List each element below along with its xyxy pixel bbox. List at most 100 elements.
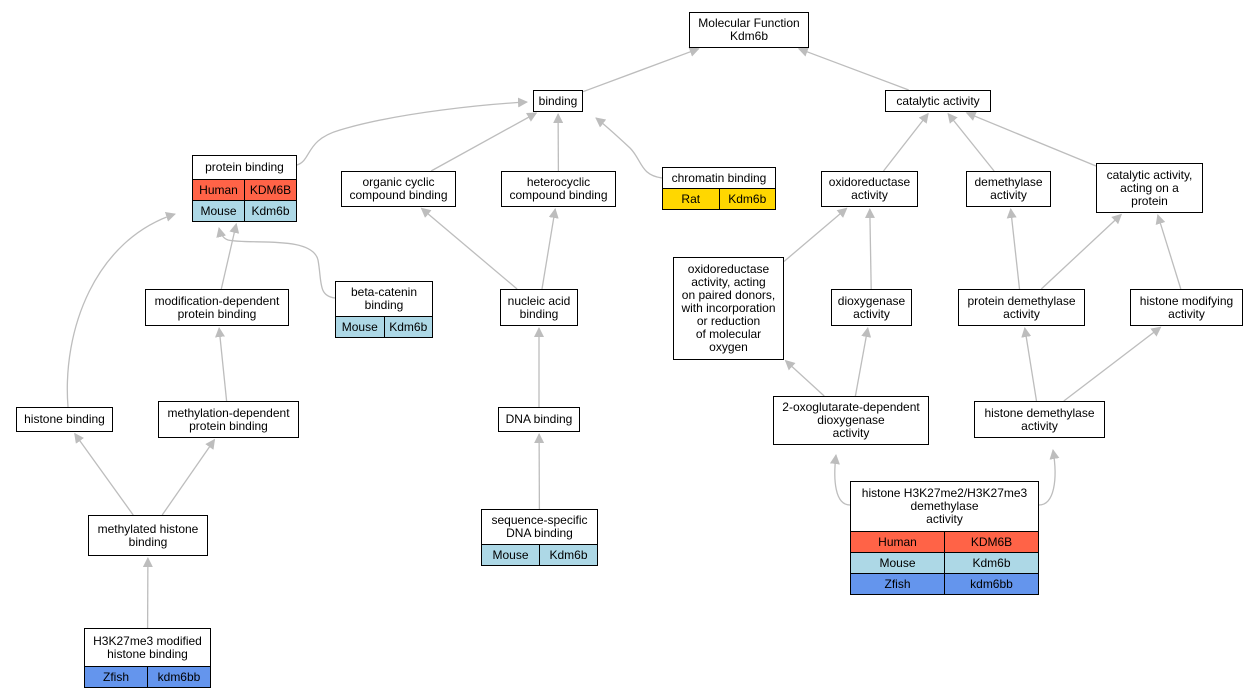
go-term-organic-cyclic[interactable]: organic cyclic compound binding	[341, 171, 456, 207]
edge-hist_demeth-to-hist_mod	[1063, 326, 1162, 402]
edge-beta_catenin-to-protein_binding	[216, 227, 336, 299]
edge-h3k27-to-oxoglut	[829, 454, 851, 506]
edge-demethylase-to-catalytic	[947, 112, 995, 172]
go-term-label: heterocyclic compound binding	[509, 175, 608, 202]
go-term-label: methylated histone binding	[97, 521, 199, 549]
annotation-row-rat: Rat Kdm6b	[663, 188, 775, 209]
edge-catalytic-to-mf	[797, 47, 909, 91]
go-term-cat-protein[interactable]: catalytic activity, acting on a protein	[1096, 163, 1203, 213]
species-cell: Mouse	[492, 548, 529, 562]
annotation-row-human: Human KDM6B	[851, 531, 1038, 552]
gene-cell: Kdm6b	[244, 201, 296, 221]
go-term-demethylase[interactable]: demethylase activity	[966, 171, 1051, 207]
go-term-label: modification-dependent protein binding	[154, 293, 280, 321]
go-term-prot-demeth[interactable]: protein demethylase activity	[958, 289, 1085, 326]
edge-histone_binding-to-protein_binding	[66, 212, 176, 408]
edge-hist_mod-to-cat_protein	[1155, 213, 1182, 290]
edge-oxidoreductase-to-catalytic	[882, 112, 929, 172]
annotation-row-mouse: Mouse Kdm6b	[851, 552, 1038, 573]
gene-cell: KDM6B	[244, 180, 296, 200]
edge-oxoglut-to-oxido_paired	[784, 359, 825, 397]
go-term-oxoglut[interactable]: 2-oxoglutarate-dependent dioxygenase act…	[773, 396, 929, 445]
species-cell: Human	[199, 183, 238, 197]
edge-oxoglut-to-dioxygenase	[854, 327, 872, 397]
go-term-dna-binding[interactable]: DNA binding	[498, 407, 580, 432]
go-term-heterocyclic[interactable]: heterocyclic compound binding	[501, 171, 616, 207]
edge-prot_demeth-to-cat_protein	[1040, 213, 1123, 290]
edge-binding-to-mf	[582, 47, 700, 93]
go-term-label: 2-oxoglutarate-dependent dioxygenase act…	[782, 400, 920, 440]
gene-cell: KDM6B	[944, 532, 1038, 552]
go-term-label: histone binding	[24, 412, 105, 426]
edge-meth_hist-to-meth_dep	[161, 438, 216, 516]
edge-nucleic-to-heterocyclic	[541, 208, 559, 290]
gene-cell: kdm6bb	[147, 667, 210, 687]
go-term-label: protein binding	[205, 160, 284, 174]
edge-meth_hist-to-histone_binding	[74, 432, 134, 516]
species-cell: Rat	[681, 192, 701, 206]
go-term-label: nucleic acid binding	[507, 293, 571, 321]
species-cell: Mouse	[200, 204, 237, 218]
edge-meth_dep-to-mod_dep	[215, 327, 228, 402]
annotation-row-zfish: Zfish kdm6bb	[85, 666, 210, 687]
edge-organic_cyclic-to-binding	[430, 112, 538, 172]
go-term-oxido-paired[interactable]: oxidoreductase activity, acting on paire…	[673, 257, 784, 360]
go-term-label: methylation-dependent protein binding	[167, 405, 290, 433]
go-term-binding[interactable]: binding	[533, 90, 583, 112]
go-term-hist-demeth[interactable]: histone demethylase activity	[974, 401, 1105, 438]
go-term-label: demethylase activity	[974, 175, 1043, 202]
edge-protein_binding-to-binding	[296, 97, 528, 166]
go-term-label: histone H3K27me2/H3K27me3 demethylase ac…	[861, 486, 1028, 526]
go-term-h3k27[interactable]: histone H3K27me2/H3K27me3 demethylase ac…	[850, 481, 1039, 595]
edge-hist_demeth-to-prot_demeth	[1021, 327, 1038, 402]
go-term-histone-binding[interactable]: histone binding	[16, 407, 113, 432]
go-term-label: DNA binding	[505, 412, 573, 426]
go-term-label: catalytic activity, acting on a protein	[1106, 167, 1193, 208]
go-term-mod-dep[interactable]: modification-dependent protein binding	[145, 289, 289, 326]
go-term-catalytic[interactable]: catalytic activity	[885, 90, 991, 112]
go-term-label: beta-catenin binding	[350, 285, 418, 312]
go-term-label: histone modifying activity	[1139, 293, 1234, 321]
edge-dioxygenase-to-oxidoreductase	[864, 208, 875, 290]
annotation-row-zfish: Zfish kdm6bb	[851, 573, 1038, 594]
edge-cat_protein-to-catalytic	[965, 111, 1097, 167]
go-term-label: chromatin binding	[671, 170, 767, 185]
go-term-label: sequence-specific DNA binding	[491, 513, 588, 540]
edge-chromatin-to-binding	[595, 117, 663, 179]
gene-cell: Kdm6b	[944, 553, 1038, 573]
annotation-row-mouse: Mouse Kdm6b	[482, 544, 597, 565]
go-term-label: Molecular Function Kdm6b	[698, 16, 800, 43]
go-term-meth-hist[interactable]: methylated histone binding	[88, 515, 208, 556]
go-term-meth-dep[interactable]: methylation-dependent protein binding	[158, 401, 299, 438]
species-cell: Zfish	[102, 670, 129, 684]
go-term-hist-mod[interactable]: histone modifying activity	[1130, 289, 1243, 326]
species-cell: Zfish	[884, 577, 911, 591]
go-term-label: H3K27me3 modified histone binding	[93, 633, 202, 661]
go-term-label: oxidoreductase activity, acting on paire…	[681, 262, 776, 354]
go-term-nucleic[interactable]: nucleic acid binding	[500, 289, 578, 326]
go-term-oxidoreductase[interactable]: oxidoreductase activity	[821, 171, 918, 207]
edge-prot_demeth-to-demethylase	[1006, 208, 1021, 290]
go-term-dioxygenase[interactable]: dioxygenase activity	[831, 289, 912, 326]
go-term-mf[interactable]: Molecular Function Kdm6b	[689, 12, 809, 48]
edge-nucleic-to-organic_cyclic	[420, 207, 518, 290]
go-term-label: organic cyclic compound binding	[349, 175, 448, 202]
gene-cell: kdm6bb	[944, 574, 1038, 594]
species-cell: Human	[878, 535, 917, 549]
go-term-label: catalytic activity	[896, 93, 980, 108]
gene-cell: Kdm6b	[539, 545, 597, 565]
go-term-label: histone demethylase activity	[984, 405, 1095, 433]
go-term-label: oxidoreductase activity	[828, 175, 911, 202]
edge-oxido_paired-to-oxidoreductase	[783, 207, 848, 262]
gene-cell: Kdm6b	[718, 189, 776, 209]
species-cell: Mouse	[879, 556, 916, 570]
species-cell: Mouse	[341, 320, 378, 334]
annotation-row-mouse: Mouse Kdm6b	[193, 200, 296, 221]
